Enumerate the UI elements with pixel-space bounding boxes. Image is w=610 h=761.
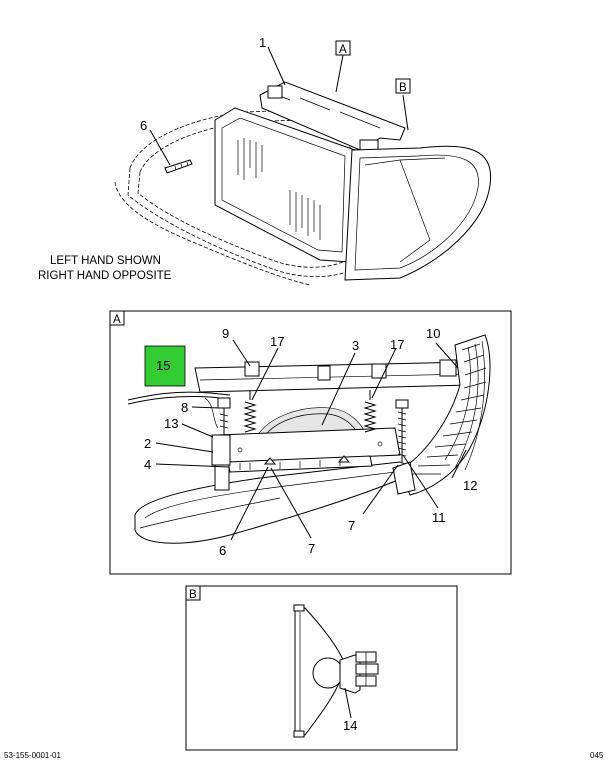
callout-11: 11 [432, 510, 446, 525]
wiring-harness [127, 391, 231, 401]
bulb-socket [339, 654, 361, 694]
callout-8: 8 [181, 400, 188, 415]
callout-14: 14 [343, 718, 357, 733]
callout-9: 9 [222, 326, 229, 341]
view-b-marker-label: B [399, 82, 407, 94]
bulb [312, 657, 344, 689]
callout-12: 12 [463, 478, 477, 493]
footer-page-code: 045 [590, 751, 604, 760]
bezel-outline [127, 109, 363, 278]
callout-3: 3 [352, 338, 359, 353]
adjuster-screw-11 [395, 399, 409, 462]
callout-7-mid: 7 [308, 541, 315, 556]
spring-right [363, 390, 377, 433]
view-b-marker [395, 78, 411, 94]
callout-13: 13 [164, 416, 178, 431]
caption-left-hand: LEFT HAND SHOWN [50, 255, 161, 267]
detail-view-b: B 14 [185, 585, 458, 751]
detail-a-label: A [113, 314, 121, 326]
detail-view-a: A [109, 310, 512, 575]
headlamp-assembly-view: 1 6 A B LEFT HAND SHOWN RIGHT HAND OPPOS… [38, 35, 492, 286]
lens-grid [410, 340, 487, 475]
mounting-bracket [259, 81, 406, 151]
footer-drawing-number: 53-155-0001-01 [4, 751, 61, 760]
detail-b-label: B [189, 589, 197, 601]
turn-signal-lens [399, 334, 491, 496]
callout-6-a: 6 [219, 543, 226, 558]
lens-hatching [237, 138, 321, 240]
screw [164, 159, 193, 174]
adjuster-screw-8 [217, 397, 231, 438]
detail-a-frame [109, 310, 512, 575]
callout-17-left: 17 [270, 334, 284, 349]
callout-1: 1 [259, 35, 266, 50]
view-a-marker-label: A [339, 44, 347, 56]
callout-4: 4 [144, 457, 151, 472]
lower-bezel [134, 461, 422, 544]
turn-signal-lamp [344, 145, 492, 281]
leader-lines-a [155, 339, 467, 541]
callout-2: 2 [144, 436, 151, 451]
callout-7-right: 7 [348, 518, 355, 533]
detail-b-frame [185, 585, 458, 751]
caption-right-hand: RIGHT HAND OPPOSITE [38, 270, 172, 282]
pivot-block [211, 434, 231, 466]
callout-6-top: 6 [140, 118, 147, 133]
callout-15: 15 [156, 358, 170, 373]
highlight-connector [144, 345, 186, 387]
callout-17-right: 17 [390, 337, 404, 352]
spring-left [243, 390, 257, 433]
view-a-marker [335, 40, 351, 56]
callout-10: 10 [426, 326, 440, 341]
mounting-plate [217, 427, 401, 464]
